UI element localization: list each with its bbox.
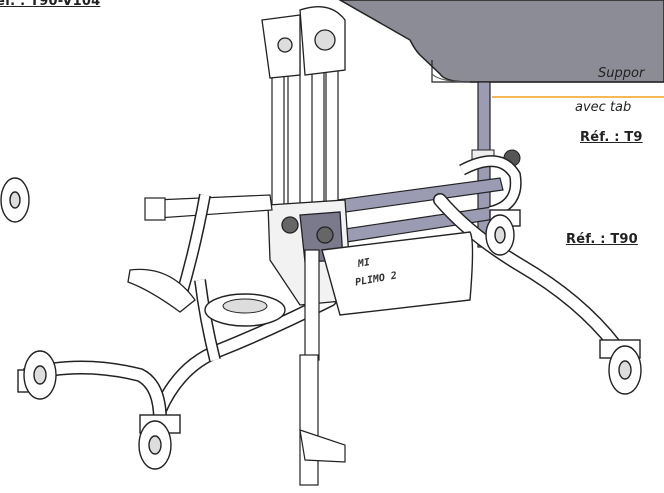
center-pole (299, 249, 346, 486)
reference-right-2: Réf. : T90 (566, 232, 638, 247)
reference-right-1: Réf. : T9 (580, 130, 643, 145)
wheel-front-right (599, 339, 642, 395)
table-top (338, 0, 664, 83)
caster-wheels (0, 177, 642, 470)
caption-line-2: avec tab (575, 100, 632, 115)
wheel-far-left (0, 177, 30, 223)
plate-brand-top: MI (357, 257, 371, 270)
reference-top-left: éf. : T90-V104 (0, 0, 101, 9)
plimo-plate (321, 231, 474, 316)
caption-line-1: Suppor (598, 66, 645, 81)
wheel-rear-right (485, 209, 521, 256)
wheel-front-center (138, 414, 181, 470)
wheel-front-left (17, 350, 57, 400)
left-arm (144, 194, 273, 221)
left-footplate (127, 268, 196, 313)
top-brackets (261, 6, 346, 79)
